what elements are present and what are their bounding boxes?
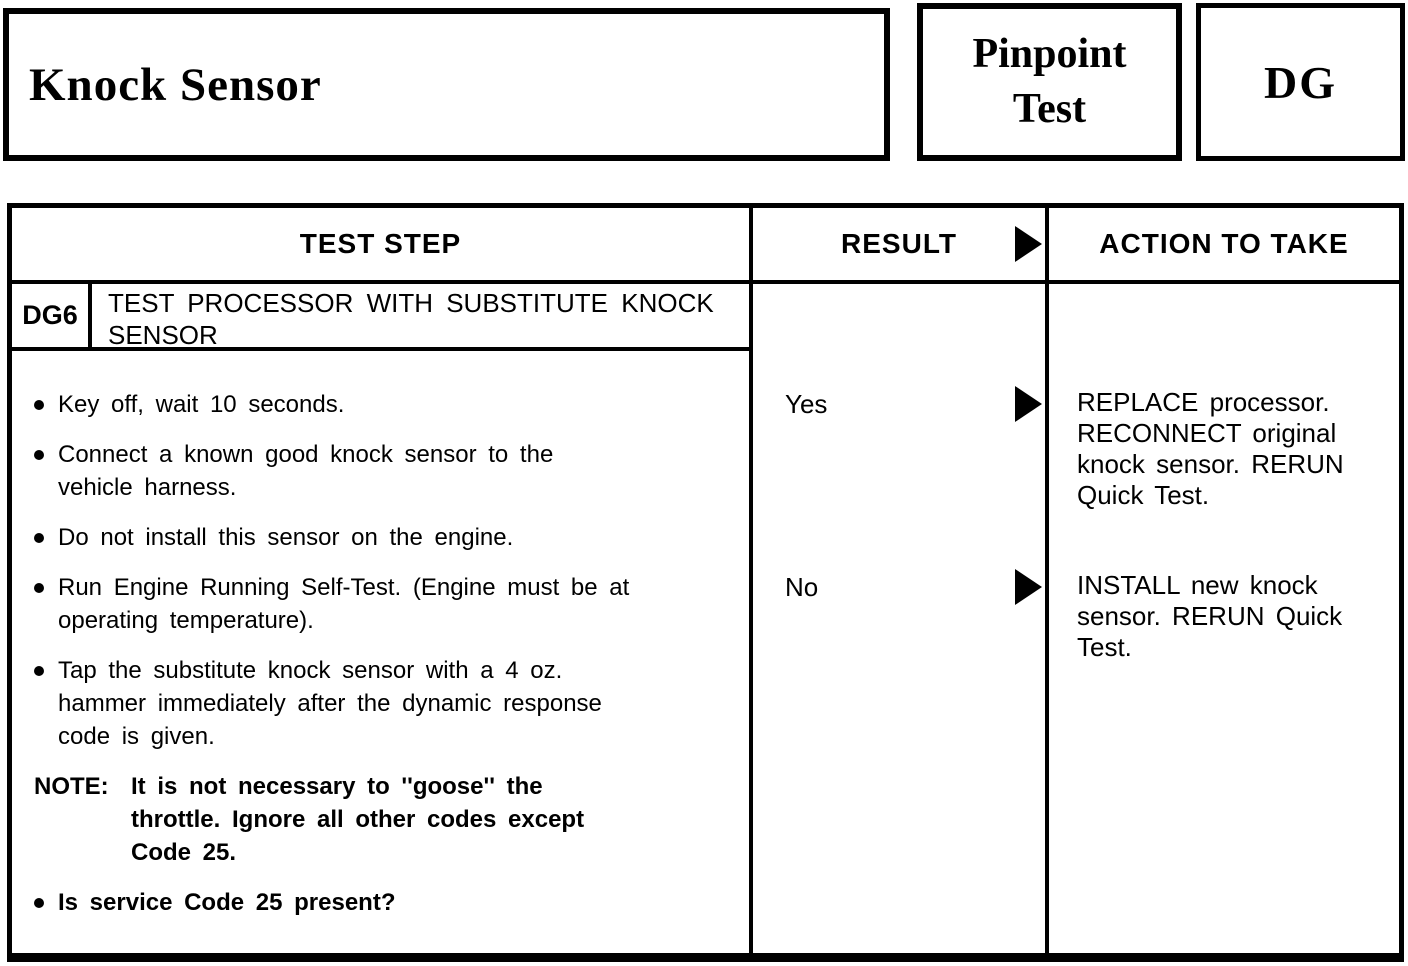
result-cell: Yes No: [753, 284, 1049, 953]
list-item: Run Engine Running Self-Test. (Engine mu…: [34, 571, 735, 637]
action-cell: REPLACE processor. RECONNECT original kn…: [1049, 284, 1399, 953]
step-header-row: DG6 TEST PROCESSOR WITH SUBSTITUTE KNOCK…: [12, 284, 749, 351]
bullet-text: Key off, wait 10 seconds.: [58, 391, 345, 418]
action-yes-text: REPLACE processor. RECONNECT original kn…: [1077, 387, 1344, 510]
bullet-text: Tap the substitute knock sensor with a 4…: [58, 657, 602, 750]
pinpoint-label-line2: Test: [1012, 86, 1087, 132]
result-yes-label: Yes: [785, 389, 828, 419]
test-step-cell: DG6 TEST PROCESSOR WITH SUBSTITUTE KNOCK…: [12, 284, 753, 953]
test-step-header-label: TEST STEP: [299, 228, 462, 259]
note-label: NOTE:: [34, 773, 109, 800]
test-code-box: DG: [1196, 3, 1405, 161]
result-yes-arrow-icon: [1015, 386, 1042, 422]
component-title: Knock Sensor: [29, 58, 322, 111]
test-code: DG: [1264, 56, 1337, 108]
column-header-result: RESULT: [753, 208, 1049, 284]
note-text: It is not necessary to ''goose'' the thr…: [131, 773, 585, 866]
bullet-icon: [34, 450, 44, 460]
pinpoint-test-box: Pinpoint Test: [917, 3, 1182, 161]
result-no-label: No: [785, 572, 819, 602]
bullet-icon: [34, 666, 44, 676]
action-no-text: INSTALL new knock sensor. RERUN Quick Te…: [1077, 570, 1343, 662]
bullet-text: Run Engine Running Self-Test. (Engine mu…: [58, 574, 630, 634]
column-header-test-step: TEST STEP: [12, 208, 753, 284]
list-item: Tap the substitute knock sensor with a 4…: [34, 654, 735, 753]
bullet-text: Connect a known good knock sensor to the…: [58, 441, 554, 501]
bullet-text: Do not install this sensor on the engine…: [58, 524, 514, 551]
test-step-instructions: Key off, wait 10 seconds. Connect a know…: [12, 351, 749, 919]
list-item: Connect a known good knock sensor to the…: [34, 438, 735, 504]
result-row-yes: Yes: [753, 386, 1045, 422]
pinpoint-test-table: TEST STEP RESULT ACTION TO TAKE DG6 TEST…: [7, 203, 1404, 962]
list-item: Key off, wait 10 seconds.: [34, 388, 735, 421]
result-no-arrow-icon: [1015, 569, 1042, 605]
action-header-label: ACTION TO TAKE: [1099, 228, 1349, 259]
result-header-arrow-icon: [1015, 226, 1042, 262]
result-header-label: RESULT: [841, 228, 957, 259]
bullet-icon: [34, 400, 44, 410]
result-row-no: No: [753, 569, 1045, 605]
pinpoint-label-line1: Pinpoint: [972, 31, 1127, 77]
list-item: Do not install this sensor on the engine…: [34, 521, 735, 554]
note-block: NOTE: It is not necessary to ''goose'' t…: [34, 770, 735, 869]
question-text: Is service Code 25 present?: [58, 889, 396, 916]
column-header-action: ACTION TO TAKE: [1049, 208, 1399, 284]
bullet-icon: [34, 898, 44, 908]
component-title-box: Knock Sensor: [3, 8, 890, 161]
question-item: Is service Code 25 present?: [34, 886, 735, 919]
bullet-icon: [34, 533, 44, 543]
bullet-icon: [34, 583, 44, 593]
step-title: TEST PROCESSOR WITH SUBSTITUTE KNOCK SEN…: [108, 288, 714, 350]
step-id-cell: DG6: [12, 284, 92, 347]
step-id: DG6: [22, 300, 78, 330]
